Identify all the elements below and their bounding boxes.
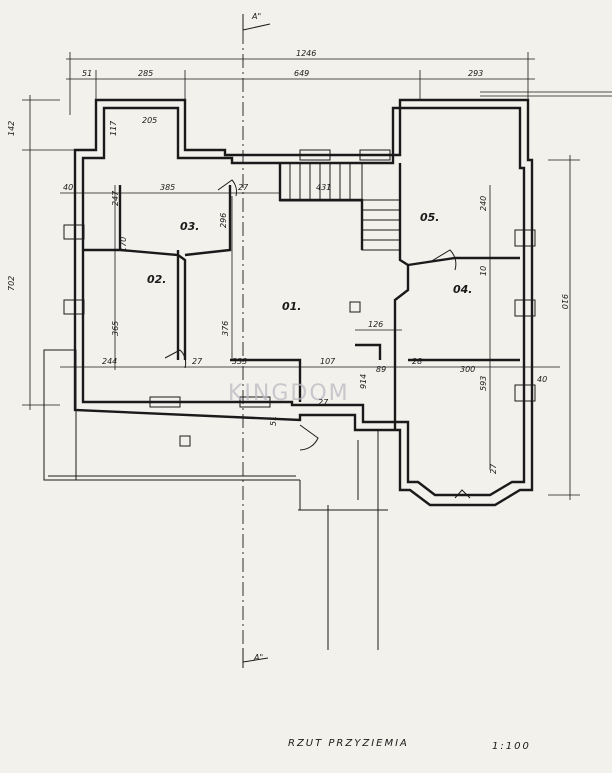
- section-marker-bottom: A": [242, 648, 269, 668]
- entrance-path: [298, 430, 388, 650]
- dim-label: 142: [7, 121, 16, 136]
- dim-label: 293: [468, 69, 483, 78]
- dimension-lines-right: [548, 155, 580, 500]
- dim-label: 117: [109, 120, 118, 136]
- drawing-scale: 1:100: [492, 741, 531, 752]
- doors: [164, 179, 471, 499]
- terrace: [43, 301, 361, 481]
- dim-label: 376: [221, 321, 230, 336]
- dim-label: 27: [238, 183, 249, 192]
- dim-label: 296: [219, 213, 228, 228]
- dim-label: 910: [560, 294, 569, 309]
- dim-label: 40: [63, 183, 73, 192]
- dim-label: 385: [160, 183, 175, 192]
- watermark: KINGDOM: [228, 381, 350, 406]
- section-label-top: A": [251, 12, 261, 21]
- dim-label: 27: [489, 463, 498, 474]
- dim-label: 431: [316, 183, 331, 192]
- dim-label: 89: [376, 365, 386, 374]
- windows: [63, 149, 536, 408]
- dim-label: 10: [479, 266, 488, 276]
- dimension-lines-top: [66, 52, 612, 115]
- dim-label: 1246: [296, 49, 316, 58]
- dim-label: 27: [318, 398, 329, 407]
- room-label-05: 05.: [420, 211, 440, 224]
- dim-label: 914: [359, 374, 368, 389]
- dim-label: 28: [412, 357, 422, 366]
- section-marker-top: A": [242, 12, 271, 31]
- room-label-04: 04.: [453, 283, 473, 296]
- staircase: [279, 162, 401, 251]
- dim-label: 247: [111, 190, 120, 206]
- room-label-02: 02.: [147, 273, 167, 286]
- dim-label: 126: [368, 320, 383, 329]
- dim-label: 51: [82, 69, 92, 78]
- dim-label: 51: [269, 416, 278, 426]
- drawing-title: RZUT PRZYZIEMIA: [288, 738, 409, 749]
- exterior-walls: [73, 98, 534, 507]
- dim-label: 649: [294, 69, 309, 78]
- dim-label: 240: [479, 196, 488, 211]
- room-label-03: 03.: [180, 220, 200, 233]
- dimension-labels: 1246 51 285 649 293 142 702 910 205 117 …: [7, 49, 569, 474]
- dim-label: 107: [320, 357, 336, 366]
- dim-label: 205: [142, 116, 157, 125]
- dim-label: 27: [192, 357, 203, 366]
- dim-label: 40: [537, 375, 547, 384]
- room-label-01: 01.: [282, 300, 302, 313]
- section-label-bottom: A": [253, 653, 263, 662]
- dim-label: 593: [479, 376, 488, 391]
- dim-label: 285: [138, 69, 153, 78]
- dimension-lines-interior: [60, 185, 560, 470]
- dim-label: 244: [102, 357, 117, 366]
- dim-label: 333: [232, 357, 247, 366]
- dim-label: 365: [111, 321, 120, 336]
- dim-label: 170: [119, 237, 128, 252]
- dim-label: 300: [460, 365, 475, 374]
- dim-label: 702: [7, 276, 16, 291]
